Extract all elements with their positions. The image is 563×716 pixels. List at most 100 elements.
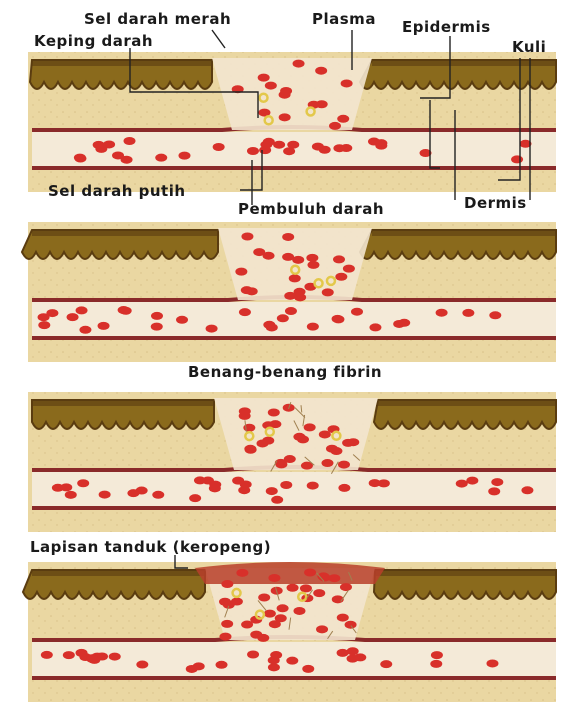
red-blood-cell [86, 655, 98, 663]
label-pembuluh-darah: Pembuluh darah [238, 200, 384, 218]
red-blood-cell [235, 268, 247, 276]
red-blood-cell [277, 604, 289, 612]
red-blood-cell [257, 634, 269, 642]
red-blood-cell [268, 574, 280, 582]
red-blood-cell [343, 265, 355, 273]
red-blood-cell [52, 484, 64, 492]
red-blood-cell [74, 155, 86, 163]
red-blood-cell [109, 653, 121, 661]
red-blood-cell [247, 147, 259, 155]
red-blood-cell [304, 423, 316, 431]
red-blood-cell [430, 660, 442, 668]
vessel-lumen [32, 302, 556, 336]
label-sel-darah-putih: Sel darah putih [48, 182, 186, 200]
red-blood-cell [98, 322, 110, 330]
red-blood-cell [268, 409, 280, 417]
label-plasma: Plasma [312, 10, 376, 28]
red-blood-cell [378, 479, 390, 487]
red-blood-cell [231, 598, 243, 606]
red-blood-cell [287, 141, 299, 149]
red-blood-cell [337, 614, 349, 622]
red-blood-cell [293, 607, 305, 615]
red-blood-cell [127, 489, 139, 497]
red-blood-cell [293, 433, 305, 441]
red-blood-cell [236, 569, 248, 577]
red-blood-cell [489, 311, 501, 319]
stage-panel-4 [23, 562, 556, 702]
label-keping-darah: Keping darah [34, 32, 153, 50]
red-blood-cell [316, 625, 328, 633]
red-blood-cell [152, 491, 164, 499]
red-blood-cell [124, 137, 136, 145]
red-blood-cell [431, 651, 443, 659]
red-blood-cell [273, 141, 285, 149]
red-blood-cell [112, 151, 124, 159]
red-blood-cell [269, 620, 281, 628]
red-blood-cell [77, 479, 89, 487]
red-blood-cell [209, 481, 221, 489]
red-blood-cell [151, 312, 163, 320]
label-lapisan-tanduk: Lapisan tanduk (keropeng) [30, 538, 271, 556]
red-blood-cell [398, 319, 410, 327]
red-blood-cell [284, 455, 296, 463]
red-blood-cell [340, 583, 352, 591]
red-blood-cell [285, 307, 297, 315]
red-blood-cell [341, 79, 353, 87]
red-blood-cell [337, 649, 349, 657]
red-blood-cell [262, 437, 274, 445]
red-blood-cell [266, 487, 278, 495]
red-blood-cell [351, 308, 363, 316]
label-epidermis: Epidermis [402, 18, 491, 36]
red-blood-cell [304, 569, 316, 577]
red-blood-cell [155, 154, 167, 162]
red-blood-cell [511, 155, 523, 163]
stage-panel-1 [28, 52, 556, 192]
red-blood-cell [271, 496, 283, 504]
red-blood-cell [277, 314, 289, 322]
red-blood-cell [151, 323, 163, 331]
label-benang-fibrin: Benang-benang fibrin [188, 363, 382, 381]
red-blood-cell [244, 445, 256, 453]
red-blood-cell [338, 461, 350, 469]
red-blood-cell [280, 481, 292, 489]
red-blood-cell [329, 122, 341, 130]
scab [195, 562, 385, 584]
red-blood-cell [79, 326, 91, 334]
red-blood-cell [258, 593, 270, 601]
red-blood-cell [246, 287, 258, 295]
red-blood-cell [247, 650, 259, 658]
red-blood-cell [328, 574, 340, 582]
red-blood-cell [436, 309, 448, 317]
red-blood-cell [332, 315, 344, 323]
red-blood-cell [264, 610, 276, 618]
red-blood-cell [330, 447, 342, 455]
red-blood-cell [103, 140, 115, 148]
red-blood-cell [76, 649, 88, 657]
red-blood-cell [294, 293, 306, 301]
red-blood-cell [239, 407, 251, 415]
stage-panel-2 [22, 222, 556, 362]
red-blood-cell [41, 651, 53, 659]
red-blood-cell [335, 273, 347, 281]
red-blood-cell [221, 580, 233, 588]
red-blood-cell [136, 661, 148, 669]
red-blood-cell [312, 143, 324, 151]
red-blood-cell [338, 484, 350, 492]
red-blood-cell [380, 660, 392, 668]
red-blood-cell [302, 665, 314, 673]
red-blood-cell [193, 662, 205, 670]
red-blood-cell [216, 661, 228, 669]
red-blood-cell [118, 306, 130, 314]
red-blood-cell [232, 477, 244, 485]
red-blood-cell [321, 459, 333, 467]
label-kulit: Kuli [512, 38, 546, 56]
red-blood-cell [189, 494, 201, 502]
red-blood-cell [219, 633, 231, 641]
red-blood-cell [282, 233, 294, 241]
red-blood-cell [307, 261, 319, 269]
red-blood-cell [306, 254, 318, 262]
red-blood-cell [345, 621, 357, 629]
red-blood-cell [280, 87, 292, 95]
red-blood-cell [213, 143, 225, 151]
leader-sel-darah-merah [212, 30, 225, 48]
